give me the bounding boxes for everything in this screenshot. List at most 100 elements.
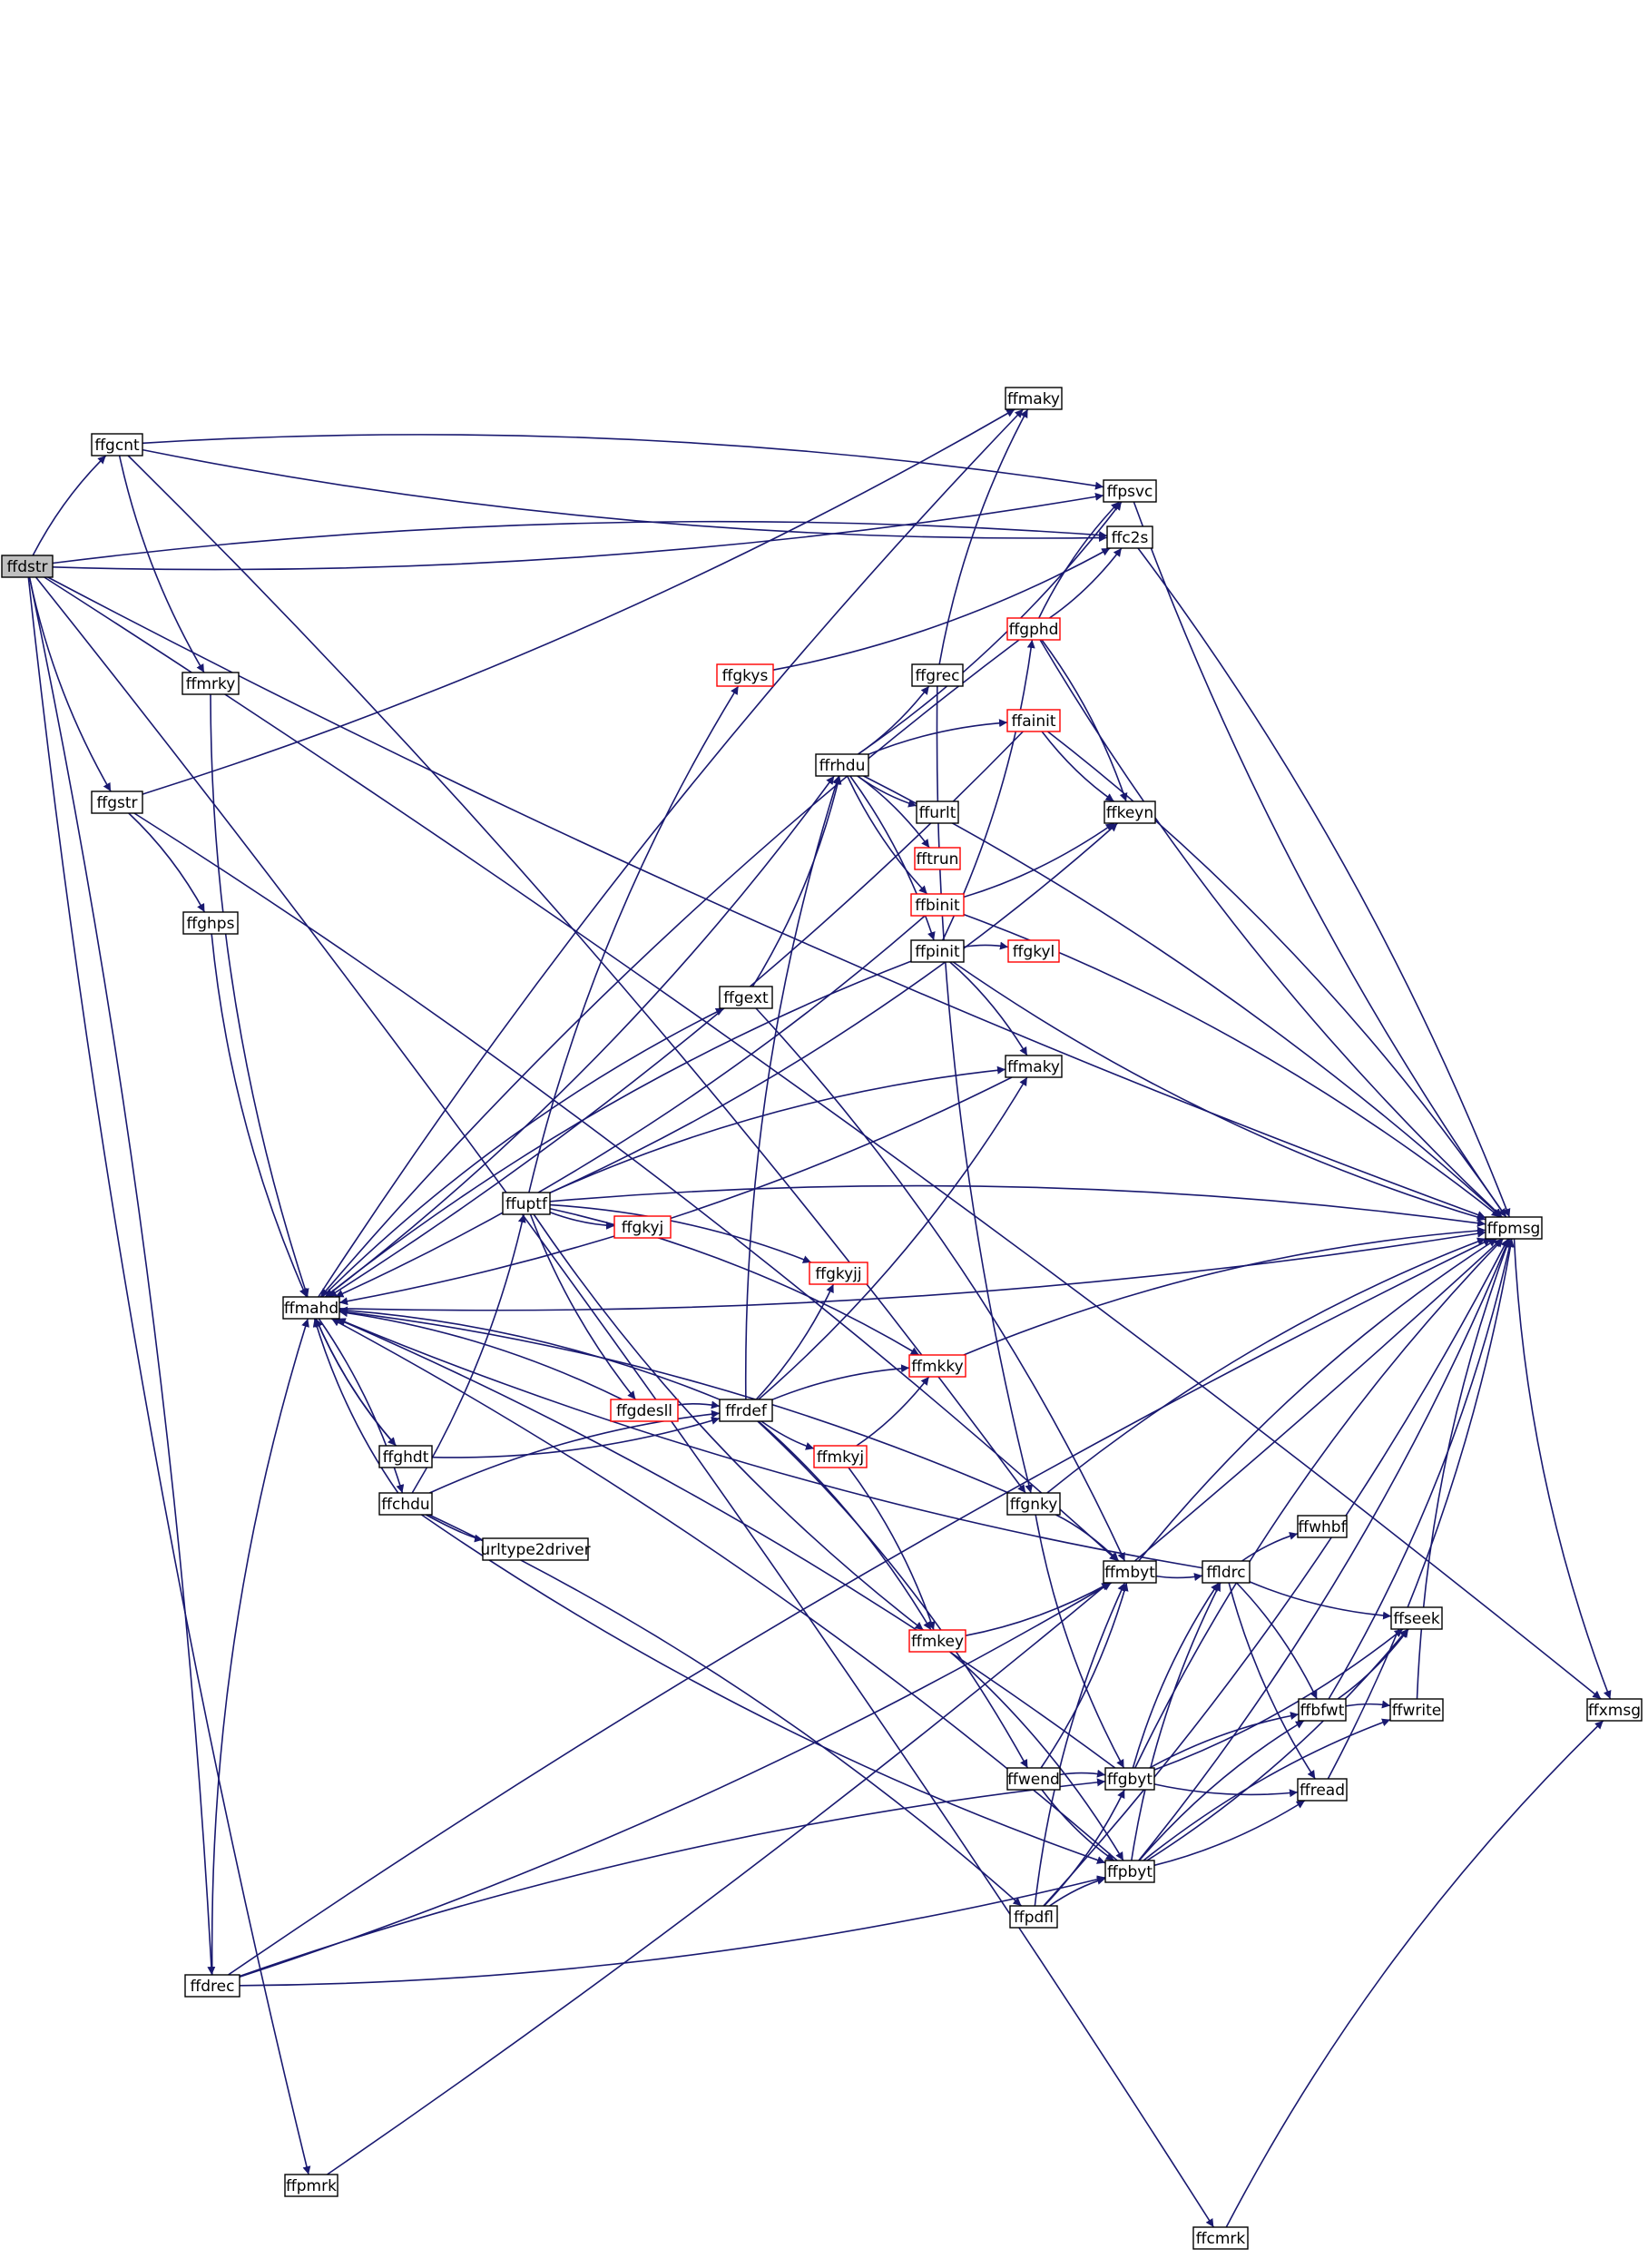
node-box-ffgstr[interactable] bbox=[91, 790, 143, 814]
node-ffgkys[interactable]: ffgkys bbox=[716, 663, 774, 687]
node-box-ffwrite[interactable] bbox=[1389, 1698, 1444, 1722]
node-ffmahd[interactable]: ffmahd bbox=[282, 1296, 340, 1320]
node-ffmaky_mid[interactable]: ffmaky bbox=[1005, 1055, 1063, 1078]
node-box-ffpdfl[interactable] bbox=[1009, 1905, 1058, 1929]
node-ffmaky_top[interactable]: ffmaky bbox=[1005, 387, 1063, 410]
node-ffpdfl[interactable]: ffpdfl bbox=[1009, 1905, 1058, 1929]
node-ffmkyj[interactable]: ffmkyj bbox=[813, 1445, 868, 1468]
node-box-ffldrc[interactable] bbox=[1202, 1560, 1251, 1584]
node-ffpsvc[interactable]: ffpsvc bbox=[1103, 479, 1157, 503]
node-ffgnky[interactable]: ffgnky bbox=[1006, 1492, 1061, 1516]
node-ffuptf[interactable]: ffuptf bbox=[502, 1192, 551, 1215]
node-ffurlt[interactable]: ffurlt bbox=[916, 800, 959, 824]
node-box-ffgkys[interactable] bbox=[716, 663, 774, 687]
node-box-ffgphd[interactable] bbox=[1006, 617, 1061, 641]
node-box-ffainit[interactable] bbox=[1006, 709, 1061, 732]
node-box-ffurlt[interactable] bbox=[916, 800, 959, 824]
node-ffghdt[interactable]: ffghdt bbox=[378, 1445, 433, 1468]
node-ffgrec[interactable]: ffgrec bbox=[911, 663, 964, 687]
node-box-ffghdt[interactable] bbox=[378, 1445, 433, 1468]
node-ffmrky[interactable]: ffmrky bbox=[181, 672, 240, 695]
node-ffldrc[interactable]: ffldrc bbox=[1202, 1560, 1251, 1584]
node-box-ffmkyj[interactable] bbox=[813, 1445, 868, 1468]
node-ffrdef[interactable]: ffrdef bbox=[719, 1399, 773, 1422]
node-box-ffchdu[interactable] bbox=[378, 1492, 433, 1516]
node-box-ffgcnt[interactable] bbox=[91, 433, 143, 457]
node-box-ffcmrk[interactable] bbox=[1192, 2226, 1249, 2250]
node-box-ffgkyj[interactable] bbox=[613, 1215, 672, 1239]
node-box-ffpmsg[interactable] bbox=[1485, 1216, 1543, 1240]
node-box-ffxmsg[interactable] bbox=[1586, 1698, 1643, 1722]
node-box-ffpinit[interactable] bbox=[910, 939, 965, 963]
node-ffmkky[interactable]: ffmkky bbox=[908, 1354, 966, 1378]
node-box-ffghps[interactable] bbox=[182, 911, 239, 935]
node-ffainit[interactable]: ffainit bbox=[1006, 709, 1061, 732]
node-box-ffpsvc[interactable] bbox=[1103, 479, 1157, 503]
node-ffpmrk[interactable]: ffpmrk bbox=[284, 2174, 338, 2197]
node-box-ffwhbf[interactable] bbox=[1297, 1515, 1348, 1538]
node-urltype2driver[interactable]: urltype2driver bbox=[480, 1537, 591, 1561]
node-box-ffbfwt[interactable] bbox=[1298, 1698, 1347, 1722]
node-box-ffgkyl[interactable] bbox=[1007, 939, 1060, 963]
node-box-ffc2s[interactable] bbox=[1106, 525, 1153, 549]
node-ffgext[interactable]: ffgext bbox=[719, 986, 773, 1009]
node-box-ffdstr[interactable] bbox=[1, 555, 54, 578]
node-box-ffdrec[interactable] bbox=[184, 1974, 240, 1998]
node-ffdrec[interactable]: ffdrec bbox=[184, 1974, 240, 1998]
node-box-ffkeyn[interactable] bbox=[1104, 800, 1156, 824]
node-box-ffrdef[interactable] bbox=[719, 1399, 773, 1422]
node-ffrhdu[interactable]: ffrhdu bbox=[815, 753, 869, 777]
node-box-ffgbyt[interactable] bbox=[1104, 1767, 1155, 1791]
node-ffgphd[interactable]: ffgphd bbox=[1006, 617, 1061, 641]
node-ffcmrk[interactable]: ffcmrk bbox=[1192, 2226, 1249, 2250]
node-ffkeyn[interactable]: ffkeyn bbox=[1104, 800, 1156, 824]
node-box-ffmbyt[interactable] bbox=[1103, 1560, 1157, 1584]
node-ffgkyjj[interactable]: ffgkyjj bbox=[809, 1262, 868, 1285]
node-box-ffmkky[interactable] bbox=[908, 1354, 966, 1378]
node-ffseek[interactable]: ffseek bbox=[1390, 1606, 1443, 1630]
node-ffmbyt[interactable]: ffmbyt bbox=[1103, 1560, 1157, 1584]
node-box-ffseek[interactable] bbox=[1390, 1606, 1443, 1630]
node-ffwrite[interactable]: ffwrite bbox=[1389, 1698, 1444, 1722]
node-box-ffrhdu[interactable] bbox=[815, 753, 869, 777]
node-fftrun[interactable]: fftrun bbox=[914, 847, 961, 870]
node-box-ffuptf[interactable] bbox=[502, 1192, 551, 1215]
node-ffgstr[interactable]: ffgstr bbox=[91, 790, 143, 814]
node-box-ffmkey[interactable] bbox=[908, 1629, 966, 1653]
node-box-ffpmrk[interactable] bbox=[284, 2174, 338, 2197]
node-ffread[interactable]: ffread bbox=[1297, 1778, 1348, 1802]
node-box-ffmahd[interactable] bbox=[282, 1296, 340, 1320]
node-box-ffmaky_mid[interactable] bbox=[1005, 1055, 1063, 1078]
node-ffgbyt[interactable]: ffgbyt bbox=[1104, 1767, 1155, 1791]
node-ffpbyt[interactable]: ffpbyt bbox=[1104, 1860, 1155, 1883]
node-box-ffgkyjj[interactable] bbox=[809, 1262, 868, 1285]
node-ffmkey[interactable]: ffmkey bbox=[908, 1629, 966, 1653]
node-ffgcnt[interactable]: ffgcnt bbox=[91, 433, 143, 457]
node-ffdstr[interactable]: ffdstr bbox=[1, 555, 54, 578]
node-ffxmsg[interactable]: ffxmsg bbox=[1586, 1698, 1643, 1722]
node-box-ffwend[interactable] bbox=[1006, 1767, 1061, 1791]
node-ffc2s[interactable]: ffc2s bbox=[1106, 525, 1153, 549]
node-box-ffmaky_top[interactable] bbox=[1005, 387, 1063, 410]
node-box-ffmrky[interactable] bbox=[181, 672, 240, 695]
node-ffpmsg[interactable]: ffpmsg bbox=[1485, 1216, 1543, 1240]
node-box-ffgext[interactable] bbox=[719, 986, 773, 1009]
node-ffgdesll[interactable]: ffgdesll bbox=[610, 1399, 679, 1422]
node-box-ffpbyt[interactable] bbox=[1104, 1860, 1155, 1883]
node-box-ffgdesll[interactable] bbox=[610, 1399, 679, 1422]
node-ffpinit[interactable]: ffpinit bbox=[910, 939, 965, 963]
node-box-fftrun[interactable] bbox=[914, 847, 961, 870]
node-ffwhbf[interactable]: ffwhbf bbox=[1297, 1515, 1348, 1538]
node-ffwend[interactable]: ffwend bbox=[1006, 1767, 1061, 1791]
node-ffghps[interactable]: ffghps bbox=[182, 911, 239, 935]
node-ffchdu[interactable]: ffchdu bbox=[378, 1492, 433, 1516]
node-box-urltype2driver[interactable] bbox=[482, 1537, 589, 1561]
node-ffgkyl[interactable]: ffgkyl bbox=[1007, 939, 1060, 963]
node-ffbinit[interactable]: ffbinit bbox=[910, 893, 965, 917]
node-ffgkyj[interactable]: ffgkyj bbox=[613, 1215, 672, 1239]
node-box-ffgnky[interactable] bbox=[1006, 1492, 1061, 1516]
node-box-ffread[interactable] bbox=[1297, 1778, 1348, 1802]
node-box-ffgrec[interactable] bbox=[911, 663, 964, 687]
node-box-ffbinit[interactable] bbox=[910, 893, 965, 917]
node-ffbfwt[interactable]: ffbfwt bbox=[1298, 1698, 1347, 1722]
